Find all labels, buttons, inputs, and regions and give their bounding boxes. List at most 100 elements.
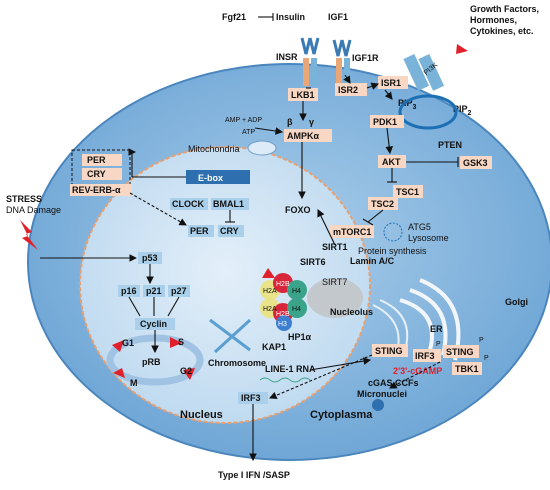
h2b-label-1: H2B <box>276 281 290 288</box>
g2-label: G2 <box>180 366 192 376</box>
atp-label: ATP <box>242 129 255 136</box>
histone-octamer <box>260 273 307 331</box>
lysosome-icon <box>383 222 403 242</box>
micronuclei-label: Micronuclei <box>357 389 407 399</box>
er-label: ER <box>430 324 443 334</box>
p-label-2: P <box>436 341 441 348</box>
lkb1-label: LKB1 <box>291 90 315 100</box>
p53-label: p53 <box>142 253 158 263</box>
pip-cycle-icon <box>398 94 458 130</box>
mitochondria-icon <box>247 140 277 156</box>
cry2-label: CRY <box>220 226 239 236</box>
clock-label: CLOCK <box>172 199 204 209</box>
nucleolus-shape <box>307 278 363 318</box>
lamin-label: Lamin A/C <box>350 256 395 266</box>
irf3-label-1: IRF3 <box>415 351 435 361</box>
hormones-label: Hormones, <box>470 15 517 25</box>
tsc2-label: TSC2 <box>371 199 394 209</box>
isr2-label: ISR2 <box>338 85 358 95</box>
chromosome-icon <box>209 318 252 354</box>
output-label: Type I IFN /SASP <box>218 470 290 480</box>
igf1r-receptor <box>332 39 352 86</box>
p16-label: p16 <box>121 286 137 296</box>
line1-rna-icon <box>259 377 311 383</box>
m-label: M <box>130 378 138 388</box>
h3-label: H3 <box>278 321 287 328</box>
irf3-label-2: IRF3 <box>241 393 261 403</box>
nucleolus-label: Nucleolus <box>330 307 373 317</box>
sirt7-label: SIRT7 <box>322 277 347 287</box>
golgi-label: Golgi <box>505 297 528 307</box>
cycle-arrows-icon <box>112 337 195 380</box>
h2a-label-2: H2A <box>263 306 277 313</box>
lysosome-label: Lysosome <box>408 233 449 243</box>
p-label-3: P <box>484 355 489 362</box>
pi3k-receptor <box>403 44 468 91</box>
sting1-label: STING <box>375 346 403 356</box>
beta-label: β <box>287 117 293 127</box>
line1-label: LINE-1 RNA <box>265 364 316 374</box>
ccfs-label: CCFs <box>395 378 419 388</box>
h4-label-2: H4 <box>292 306 301 313</box>
p-label-1: P <box>479 337 484 344</box>
akt-label: AKT <box>382 157 401 167</box>
pdk1-label: PDK1 <box>373 117 397 127</box>
igf1r-label: IGF1R <box>352 53 379 63</box>
igf1-label: IGF1 <box>328 12 348 22</box>
gamma-label: γ <box>309 117 314 127</box>
p21-label: p21 <box>146 286 162 296</box>
ebox-label: E-box <box>198 173 223 183</box>
kap1-label: KAP1 <box>262 342 286 352</box>
g1-label: G1 <box>122 338 134 348</box>
sirt6-label: SIRT6 <box>300 257 326 267</box>
gsk3-label: GSK3 <box>463 158 488 168</box>
per-label: PER <box>87 155 106 165</box>
hp1a-label: HP1α <box>288 332 312 342</box>
protein-synthesis-label: Protein synthesis <box>358 246 427 256</box>
pip2-label: PIP2 <box>453 104 472 117</box>
foxo-label: FOXO <box>285 205 311 215</box>
cry-label: CRY <box>87 169 106 179</box>
bmal1-label: BMAL1 <box>213 199 244 209</box>
ampka-label: AMPKα <box>287 131 319 141</box>
insr-label: INSR <box>276 52 298 62</box>
nucleus-label: Nucleus <box>180 409 223 421</box>
pten-label: PTEN <box>438 140 462 150</box>
histone-tag-icon <box>262 268 275 278</box>
insulin-label: Insulin <box>276 12 305 22</box>
h2b-label-2: H2B <box>276 311 290 318</box>
cytokines-label: Cytokines, etc. <box>470 26 534 36</box>
growth-factors-label: Growth Factors, <box>470 4 539 14</box>
cyclin-label: Cyclin <box>140 319 167 329</box>
stress-label: STRESS <box>6 194 42 204</box>
chromosome-label: Chromosome <box>208 358 266 368</box>
cgas-label: cGAS <box>368 378 393 388</box>
pathway-arrows <box>40 74 459 462</box>
cytoplasma-label: Cytoplasma <box>310 409 373 421</box>
sting2-label: STING <box>446 347 474 357</box>
tbk1-label: TBK1 <box>455 364 479 374</box>
nucleus-body <box>79 146 371 424</box>
tsc1-label: TSC1 <box>396 187 419 197</box>
lightning-icon <box>20 220 38 250</box>
sirt1-label: SIRT1 <box>322 242 348 252</box>
mitochondria-label: Mitochondria <box>188 144 240 154</box>
prb-label: pRB <box>142 357 161 367</box>
amp-adp-label: AMP + ADP <box>225 117 262 124</box>
h4-label-1: H4 <box>292 288 301 295</box>
p27-label: p27 <box>171 286 187 296</box>
per2-label: PER <box>190 226 209 236</box>
micronucleus-icon <box>372 399 384 411</box>
atg5-label: ATG5 <box>408 222 431 232</box>
s-label: S <box>178 337 184 347</box>
insr-receptor <box>300 37 320 86</box>
fgf21-label: Fgf21 <box>222 12 246 22</box>
mtorc1-label: mTORC1 <box>333 227 371 237</box>
rev-erb-label: REV-ERB-α <box>72 185 121 195</box>
isr1-label: ISR1 <box>381 78 401 88</box>
h2a-label-1: H2A <box>263 288 277 295</box>
cgamp-label: 2'3'-cGAMP <box>393 366 442 376</box>
dna-damage-label: DNA Damage <box>6 205 61 215</box>
